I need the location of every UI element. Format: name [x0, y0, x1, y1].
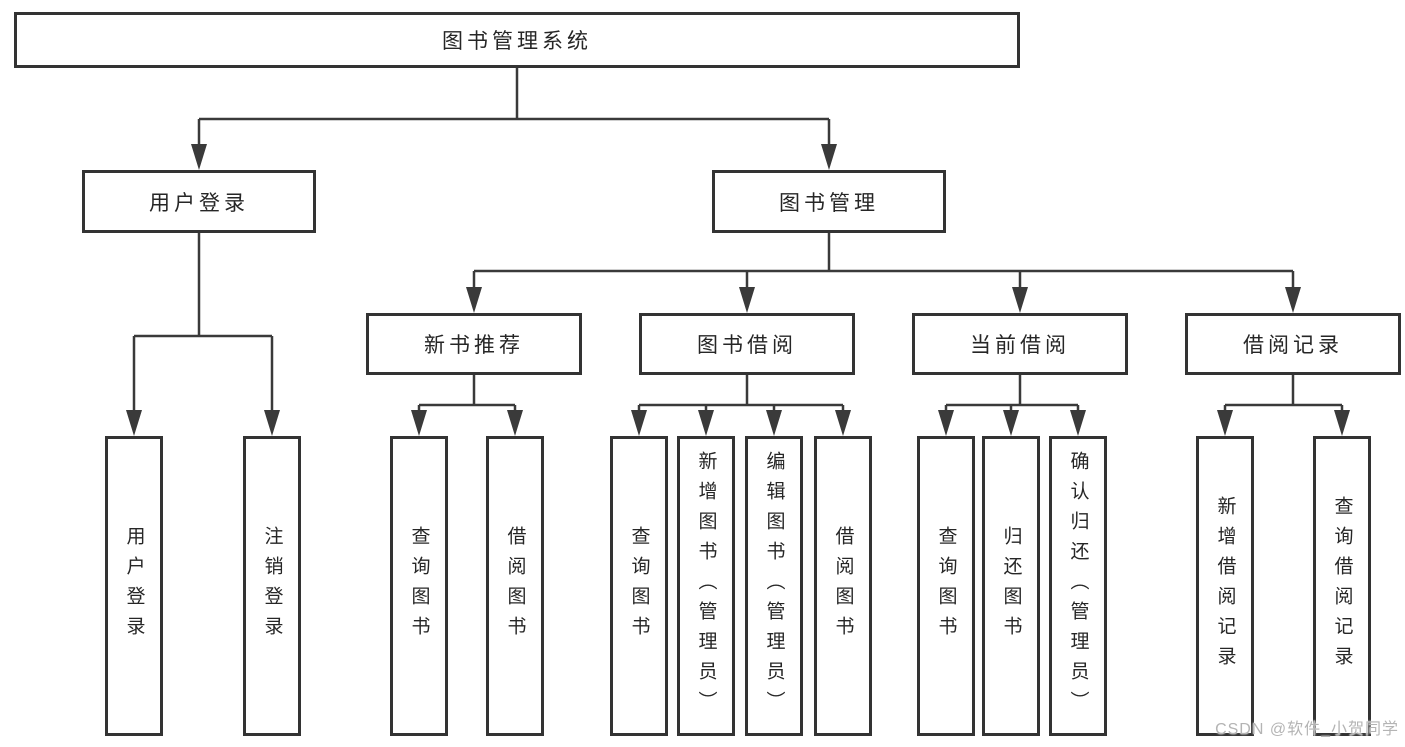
node-label: 借阅图书 [832, 526, 854, 646]
node-label: 编辑图书（管理员） [763, 451, 785, 721]
node-query-borrow-record: 查询借阅记录 [1313, 436, 1371, 736]
node-label: 注销登录 [261, 526, 283, 646]
node-query-books-borrowing: 查询图书 [610, 436, 668, 736]
node-new-book-recommendation: 新书推荐 [366, 313, 582, 375]
node-confirm-return-admin: 确认归还（管理员） [1049, 436, 1107, 736]
node-label: 归还图书 [1000, 526, 1022, 646]
node-label: 图书管理系统 [442, 30, 592, 53]
node-label: 查询图书 [408, 526, 430, 646]
node-add-borrow-record: 新增借阅记录 [1196, 436, 1254, 736]
node-add-books-admin: 新增图书（管理员） [677, 436, 735, 736]
node-label: 新增图书（管理员） [695, 451, 717, 721]
node-book-management-branch: 图书管理 [712, 170, 946, 233]
node-user-login: 用户登录 [105, 436, 163, 736]
node-label: 当前借阅 [970, 334, 1070, 357]
node-label: 查询图书 [628, 526, 650, 646]
csdn-watermark: CSDN @软件_小贺同学 [1215, 721, 1399, 738]
node-logout-login: 注销登录 [243, 436, 301, 736]
node-current-borrowing: 当前借阅 [912, 313, 1128, 375]
node-book-borrowing: 图书借阅 [639, 313, 855, 375]
node-label: 图书管理 [779, 191, 879, 215]
node-library-management-system: 图书管理系统 [14, 12, 1020, 68]
node-query-books-recommend: 查询图书 [390, 436, 448, 736]
connector-lines [132, 68, 1344, 414]
node-borrow-books-recommend: 借阅图书 [486, 436, 544, 736]
node-label: 确认归还（管理员） [1067, 451, 1089, 721]
node-label: 查询借阅记录 [1331, 496, 1353, 676]
node-label: 查询图书 [935, 526, 957, 646]
node-label: 图书借阅 [697, 334, 797, 357]
node-label: 借阅图书 [504, 526, 526, 646]
node-borrowing-records: 借阅记录 [1185, 313, 1401, 375]
node-return-books: 归还图书 [982, 436, 1040, 736]
node-label: 新增借阅记录 [1214, 496, 1236, 676]
node-edit-books-admin: 编辑图书（管理员） [745, 436, 803, 736]
node-borrow-books-borrowing: 借阅图书 [814, 436, 872, 736]
node-label: 新书推荐 [424, 334, 524, 357]
node-label: 用户登录 [149, 191, 249, 215]
node-user-login-branch: 用户登录 [82, 170, 316, 233]
node-label: 用户登录 [123, 526, 145, 646]
node-label: 借阅记录 [1243, 334, 1343, 357]
node-query-books-current: 查询图书 [917, 436, 975, 736]
